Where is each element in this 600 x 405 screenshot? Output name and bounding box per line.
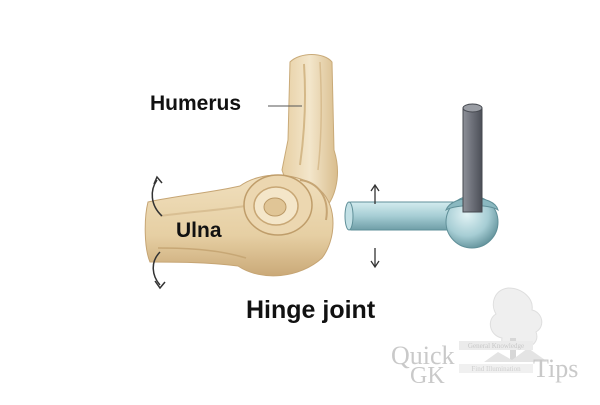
watermark-tagline-band — [459, 341, 533, 350]
up-down-arrow-icon — [370, 183, 380, 269]
hinge-rod — [346, 201, 458, 231]
hinge-model — [344, 103, 499, 249]
watermark-caption: Find Illumination — [471, 365, 521, 373]
watermark-word-gk: GK — [410, 363, 445, 389]
watermark-word-tips: Tips — [533, 354, 579, 383]
curved-double-arrow-icon — [151, 175, 166, 290]
watermark-caption-band — [459, 364, 533, 373]
watermark-tagline: General Knowledge — [468, 342, 524, 350]
watermark-word-quick: Quick — [391, 341, 455, 370]
label-ulna: Ulna — [176, 219, 222, 242]
diagram-title: Hinge joint — [246, 296, 376, 324]
hinge-post — [462, 107, 483, 213]
label-humerus: Humerus — [150, 92, 242, 115]
elbow-joint — [243, 174, 328, 236]
tree-icon: General Knowledge Find Illumination — [459, 287, 548, 373]
